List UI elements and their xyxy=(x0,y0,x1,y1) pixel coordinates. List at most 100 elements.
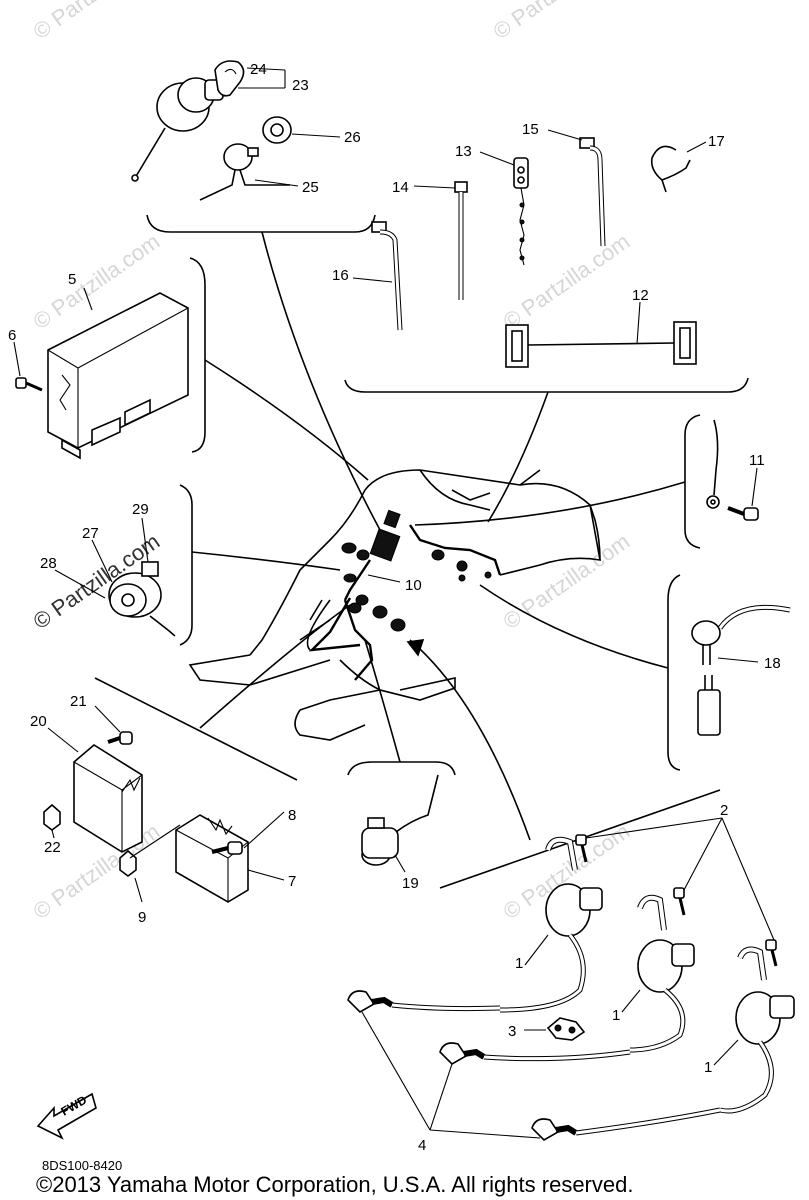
plug-cap xyxy=(347,990,501,1013)
callout-28: 28 xyxy=(40,555,57,572)
nut xyxy=(262,116,292,144)
callout-13: 13 xyxy=(455,143,472,160)
leader-1 xyxy=(524,934,549,966)
watermark: © Partzilla.com xyxy=(499,529,635,635)
bolt xyxy=(765,939,778,967)
connector xyxy=(355,594,369,606)
rectifier xyxy=(73,744,143,853)
leader-24 xyxy=(246,67,286,71)
leader-5 xyxy=(83,287,93,311)
leader-1 xyxy=(621,989,641,1013)
leader-14 xyxy=(413,185,456,189)
main-connector xyxy=(369,528,401,562)
connector xyxy=(431,549,445,561)
leader-2 xyxy=(683,817,723,891)
leader-2 xyxy=(585,817,723,839)
callout-23: 23 xyxy=(292,77,309,94)
connector xyxy=(348,602,362,614)
leader-13 xyxy=(479,151,515,166)
callout-27: 27 xyxy=(82,525,99,542)
earth-lead xyxy=(706,419,720,509)
callout-1: 1 xyxy=(612,1007,620,1024)
ignition-coil xyxy=(629,894,695,1053)
nut xyxy=(43,803,61,831)
wire-harness xyxy=(308,509,502,681)
holder xyxy=(505,321,697,368)
leader-9 xyxy=(129,824,181,859)
plug-cap xyxy=(439,1042,631,1065)
clip xyxy=(650,145,691,193)
leader-11 xyxy=(751,467,758,507)
cable-tie xyxy=(454,181,468,300)
callout-4: 4 xyxy=(418,1137,426,1154)
connector xyxy=(458,574,466,582)
sensor xyxy=(108,561,176,637)
connector xyxy=(341,542,357,554)
leader-2 xyxy=(721,817,775,941)
callout-8: 8 xyxy=(288,807,296,824)
callout-17: 17 xyxy=(708,133,725,150)
band xyxy=(371,221,403,331)
relay xyxy=(175,814,249,903)
main-switch xyxy=(131,77,224,182)
watermark: © Partzilla.com xyxy=(29,0,165,44)
bolt xyxy=(575,834,588,863)
leader-20 xyxy=(47,727,79,753)
leader-22 xyxy=(51,829,55,839)
cdi-unit xyxy=(47,292,189,460)
ignition-coil xyxy=(719,946,795,1114)
plug-cap xyxy=(531,1107,721,1141)
callout-26: 26 xyxy=(344,129,361,146)
callout-7: 7 xyxy=(288,873,296,890)
cord-clamp xyxy=(546,1017,586,1041)
callout-21: 21 xyxy=(70,693,87,710)
callout-12: 12 xyxy=(632,287,649,304)
leader-6 xyxy=(13,341,21,377)
callout-9: 9 xyxy=(138,909,146,926)
leader-16 xyxy=(352,277,393,283)
band xyxy=(579,137,606,247)
connector xyxy=(356,549,370,561)
leader-1 xyxy=(713,1039,739,1066)
watermark: © Partzilla.com xyxy=(499,229,635,335)
callout-2: 2 xyxy=(720,802,728,819)
leader-4 xyxy=(429,1063,453,1131)
fwd-arrow-icon: FWD xyxy=(36,1093,97,1140)
callout-15: 15 xyxy=(522,121,539,138)
callout-18: 18 xyxy=(764,655,781,672)
callout-22: 22 xyxy=(44,839,61,856)
connector xyxy=(484,571,492,579)
leader-27 xyxy=(91,539,113,583)
callout-11: 11 xyxy=(749,452,765,469)
leader-19 xyxy=(394,854,406,873)
bolt xyxy=(727,506,759,521)
callout-25: 25 xyxy=(302,179,319,196)
bolt xyxy=(15,377,43,392)
copyright: ©2013 Yamaha Motor Corporation, U.S.A. A… xyxy=(36,1172,633,1197)
callout-16: 16 xyxy=(332,267,349,284)
leader-9 xyxy=(134,877,143,903)
leader-18 xyxy=(717,657,759,663)
thermo-switch xyxy=(691,604,791,736)
leader-4 xyxy=(361,1011,431,1131)
leader-25 xyxy=(254,179,299,187)
callout-10: 10 xyxy=(405,577,422,594)
callout-3: 3 xyxy=(508,1023,516,1040)
leader-15 xyxy=(547,129,583,141)
switch xyxy=(199,143,290,201)
callout-20: 20 xyxy=(30,713,47,730)
watermark: © Partzilla.com xyxy=(489,0,625,44)
ignition-coil xyxy=(499,836,603,1013)
leader-21 xyxy=(94,705,121,733)
condenser xyxy=(361,774,439,866)
callout-5: 5 xyxy=(68,271,76,288)
callout-29: 29 xyxy=(132,501,149,518)
connector xyxy=(372,605,388,619)
connector xyxy=(456,560,468,572)
key xyxy=(214,60,245,97)
connector xyxy=(383,509,401,529)
chassis-frame xyxy=(188,469,601,741)
leader-29 xyxy=(141,517,149,563)
leader-28 xyxy=(54,569,106,599)
